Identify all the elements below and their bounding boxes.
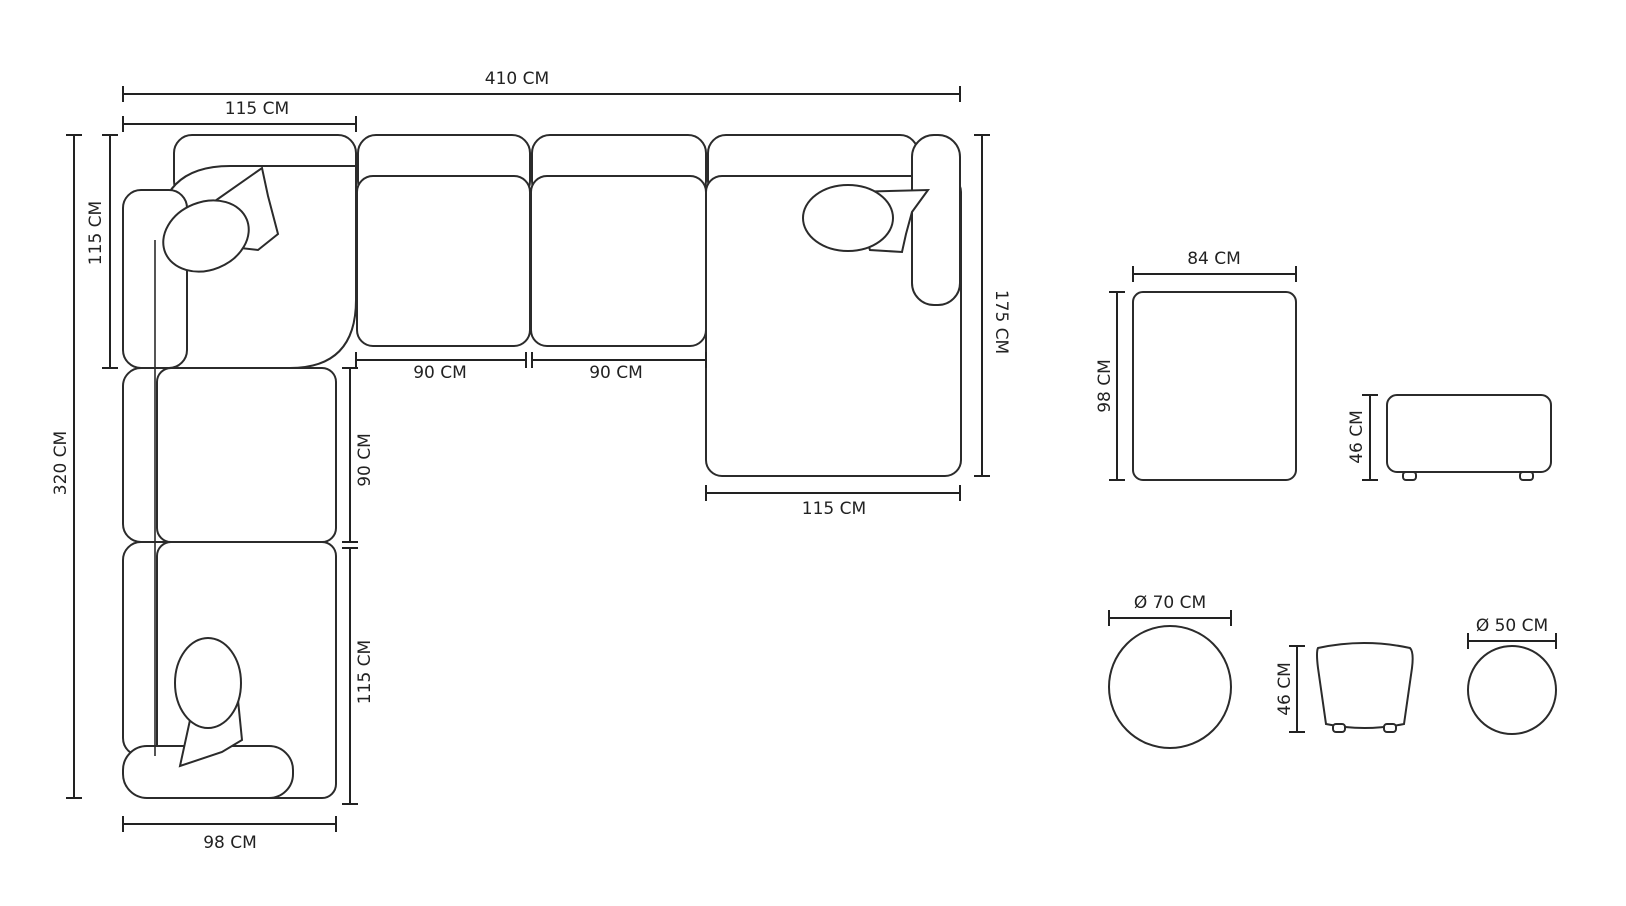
dim-bottom-module-label: 115 CM bbox=[355, 640, 375, 704]
dim-ottoman-depth-label: 98 CM bbox=[1095, 359, 1115, 413]
dim-overall-width-label: 410 CM bbox=[485, 69, 549, 89]
dim-chaise-width: 115 CM bbox=[705, 485, 961, 519]
pouf-side-view: 46 CM bbox=[1275, 642, 1414, 733]
dim-chaise-width-label: 115 CM bbox=[802, 499, 866, 519]
dim-middle-1-label: 90 CM bbox=[413, 363, 467, 383]
dim-middle-2-label: 90 CM bbox=[589, 363, 643, 383]
pillow-bottom-left bbox=[174, 637, 244, 768]
chaise-arm bbox=[911, 134, 961, 306]
dim-corner-depth-label: 115 CM bbox=[86, 201, 106, 265]
ottoman-side-view: 46 CM bbox=[1347, 394, 1552, 481]
dim-corner-width: 115 CM bbox=[122, 99, 357, 132]
round-table-large: Ø 70 CM bbox=[1108, 593, 1232, 749]
pillow-top-left bbox=[162, 166, 280, 273]
pillow-top-right bbox=[802, 184, 931, 254]
dim-table-small-label: Ø 50 CM bbox=[1476, 616, 1548, 636]
dim-bottom-module: 115 CM bbox=[342, 547, 375, 805]
dim-side-module: 90 CM bbox=[342, 367, 375, 543]
dim-bottom-width-label: 98 CM bbox=[203, 833, 257, 853]
dim-pouf-height-label: 46 CM bbox=[1275, 662, 1295, 716]
dim-overall-width: 410 CM bbox=[122, 69, 961, 102]
side-seat bbox=[156, 367, 337, 543]
dim-ottoman-width-label: 84 CM bbox=[1187, 249, 1241, 269]
dim-corner-width-label: 115 CM bbox=[225, 99, 289, 119]
dim-overall-depth-label: 320 CM bbox=[51, 431, 71, 495]
middle-seat-2 bbox=[530, 175, 707, 347]
dim-corner-depth: 115 CM bbox=[86, 134, 118, 369]
middle-seat-1 bbox=[356, 175, 531, 347]
round-table-small: Ø 50 CM bbox=[1467, 616, 1557, 735]
sectional-sofa-plan: 410 CM 115 CM 320 CM 115 CM bbox=[51, 69, 1011, 853]
dim-ottoman-height-label: 46 CM bbox=[1347, 410, 1367, 464]
dim-side-module-label: 90 CM bbox=[355, 433, 375, 487]
dim-overall-depth: 320 CM bbox=[51, 134, 82, 799]
dim-bottom-width: 98 CM bbox=[122, 816, 337, 853]
dim-table-large-label: Ø 70 CM bbox=[1134, 593, 1206, 613]
dim-chaise-depth: 175 CM bbox=[974, 134, 1011, 477]
dim-middle-modules: 90 CM 90 CM bbox=[355, 352, 707, 383]
ottoman-top-view: 84 CM 98 CM bbox=[1095, 249, 1297, 481]
dim-chaise-depth-label: 175 CM bbox=[991, 290, 1011, 354]
